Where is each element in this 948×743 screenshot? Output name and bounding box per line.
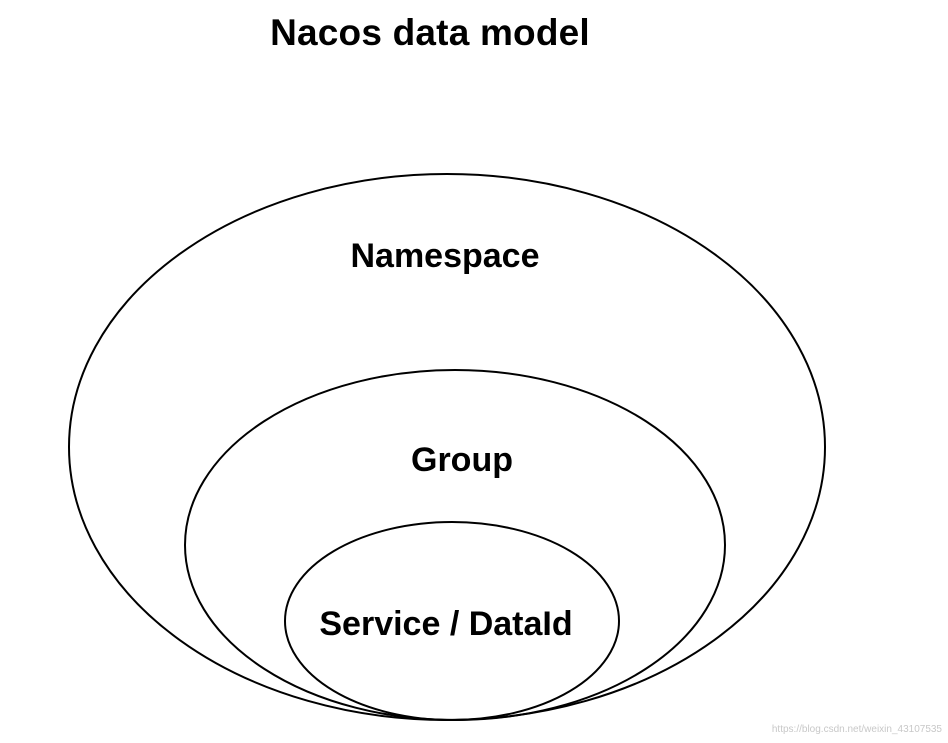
group-label: Group [411, 441, 513, 479]
watermark: https://blog.csdn.net/weixin_43107535 [771, 724, 942, 735]
service-dataid-label: Service / DataId [319, 605, 572, 643]
diagram-title: Nacos data model [270, 12, 590, 53]
service-ellipse [284, 521, 620, 721]
namespace-label: Namespace [350, 237, 539, 275]
group-ellipse [184, 369, 726, 721]
